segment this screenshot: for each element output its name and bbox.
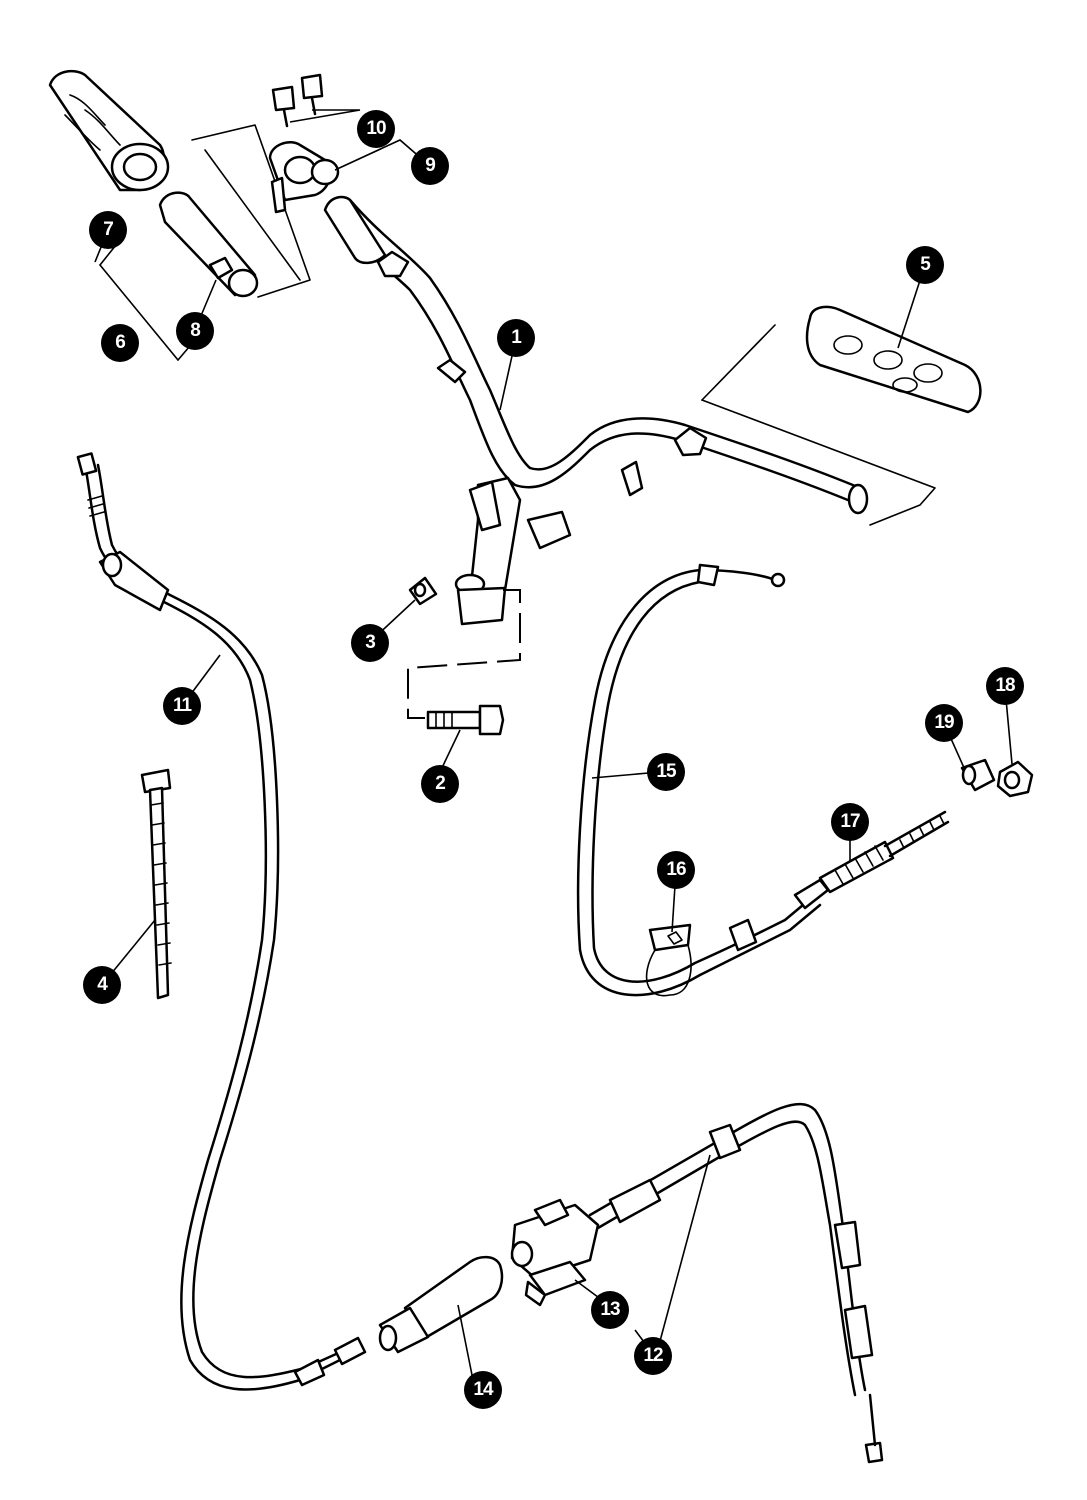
callout-2: 2 [421, 765, 459, 803]
callout-6: 6 [101, 324, 139, 362]
bolt [426, 704, 505, 736]
callout-8: 8 [176, 312, 214, 350]
callout-4: 4 [83, 966, 121, 1004]
throttle-tube [99, 191, 259, 361]
left-grip [48, 69, 170, 192]
callout-16: 16 [657, 851, 695, 889]
callout-10: 10 [357, 110, 395, 148]
callout-1: 1 [497, 319, 535, 357]
brake-cable [576, 563, 950, 997]
lock-nut [996, 760, 1034, 798]
cable-tie [140, 768, 172, 1000]
nut [408, 576, 438, 606]
screws [271, 73, 361, 128]
throttle-cable [76, 452, 367, 1391]
callout-7: 7 [89, 211, 127, 249]
callout-12: 12 [634, 1337, 672, 1375]
cable-switch [510, 1198, 600, 1307]
throttle-housing [268, 141, 340, 214]
handlebar [323, 195, 869, 515]
callout-5: 5 [906, 246, 944, 284]
stem-clamp [407, 476, 572, 719]
callout-14: 14 [464, 1371, 502, 1409]
outline-plate-left-inner [204, 149, 301, 281]
callout-11: 11 [163, 687, 201, 725]
right-grip [701, 305, 982, 526]
adjuster-nut [960, 758, 996, 792]
callout-18: 18 [986, 667, 1024, 705]
callout-9: 9 [411, 147, 449, 185]
callout-17: 17 [831, 803, 869, 841]
callout-15: 15 [647, 753, 685, 791]
callout-19: 19 [925, 704, 963, 742]
callout-13: 13 [591, 1291, 629, 1329]
lower-cable [588, 1102, 884, 1464]
rubber-boot [378, 1255, 504, 1354]
callout-3: 3 [351, 624, 389, 662]
